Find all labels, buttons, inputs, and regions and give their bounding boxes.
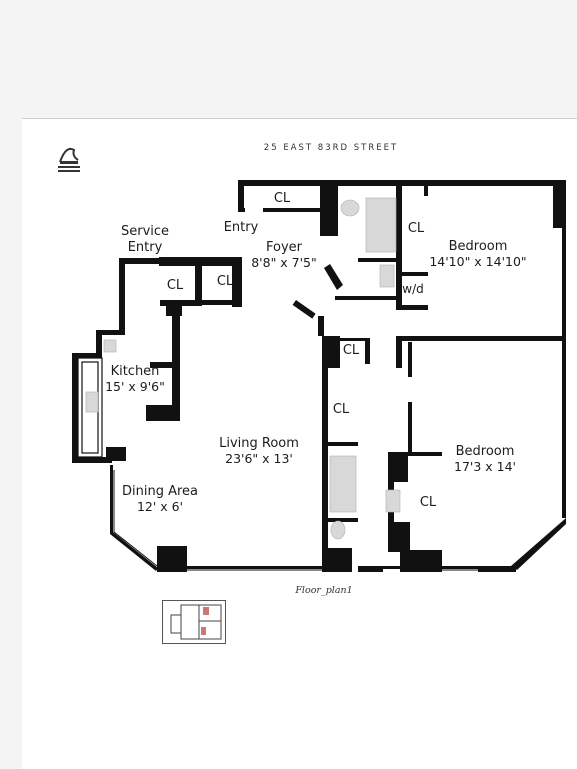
bathtub-upper: [365, 197, 397, 253]
thumbnail-plan-icon: [170, 604, 222, 640]
room-dining-dims: 12' x 6': [136, 499, 184, 514]
closet-hall: CL: [332, 402, 350, 417]
stove-burner: [103, 339, 117, 353]
closet-service: CL: [166, 278, 184, 293]
room-kitchen: Kitchen 15' x 9'6": [105, 364, 165, 394]
room-bedroom-1-name: Bedroom: [448, 239, 508, 254]
building-logo-icon: [58, 147, 80, 172]
room-foyer-dims: 8'8" x 7'5": [251, 255, 317, 270]
room-bedroom-2: Bedroom 17'3 x 14': [454, 444, 516, 474]
walls: [72, 180, 566, 572]
closet-hall-small: CL: [342, 343, 360, 358]
room-kitchen-name: Kitchen: [110, 364, 160, 379]
bathtub-lower: [329, 455, 357, 513]
plan-sheet: [22, 118, 577, 769]
floor-plan-caption: Floor_plan1: [295, 585, 353, 596]
room-foyer: Foyer 8'8" x 7'5": [251, 240, 317, 270]
fixtures: [85, 197, 401, 540]
room-bedroom-2-name: Bedroom: [455, 444, 515, 459]
room-service-entry: Service Entry: [120, 224, 170, 255]
closet-bedroom-1: CL: [407, 221, 425, 236]
address-title: 25 EAST 83RD STREET: [263, 143, 399, 153]
room-bedroom-2-dims: 17'3 x 14': [454, 459, 516, 474]
sink-upper: [340, 199, 360, 217]
closet-foyer-top: CL: [273, 191, 291, 206]
closet-foyer-left: CL: [216, 274, 234, 289]
toilet-lower: [330, 520, 346, 540]
closet-washer-dryer: w/d: [402, 282, 424, 296]
room-kitchen-dims: 15' x 9'6": [105, 379, 165, 394]
room-dining-name: Dining Area: [121, 484, 199, 499]
room-bedroom-1: Bedroom 14'10" x 14'10": [429, 239, 526, 269]
closet-bedroom-2: CL: [419, 495, 437, 510]
kitchen-sink: [85, 391, 99, 413]
room-foyer-name: Foyer: [265, 240, 302, 255]
room-living: Living Room 23'6" x 13': [219, 436, 299, 466]
toilet-upper: [379, 264, 395, 288]
room-bedroom-1-dims: 14'10" x 14'10": [429, 254, 527, 269]
room-living-dims: 23'6" x 13': [225, 451, 293, 466]
floor-plan-thumbnail[interactable]: [162, 600, 226, 644]
sink-lower: [385, 489, 401, 513]
window-lines: [113, 228, 566, 571]
room-living-name: Living Room: [219, 436, 299, 451]
room-dining: Dining Area 12' x 6': [122, 484, 198, 514]
room-entry: Entry: [223, 220, 259, 235]
